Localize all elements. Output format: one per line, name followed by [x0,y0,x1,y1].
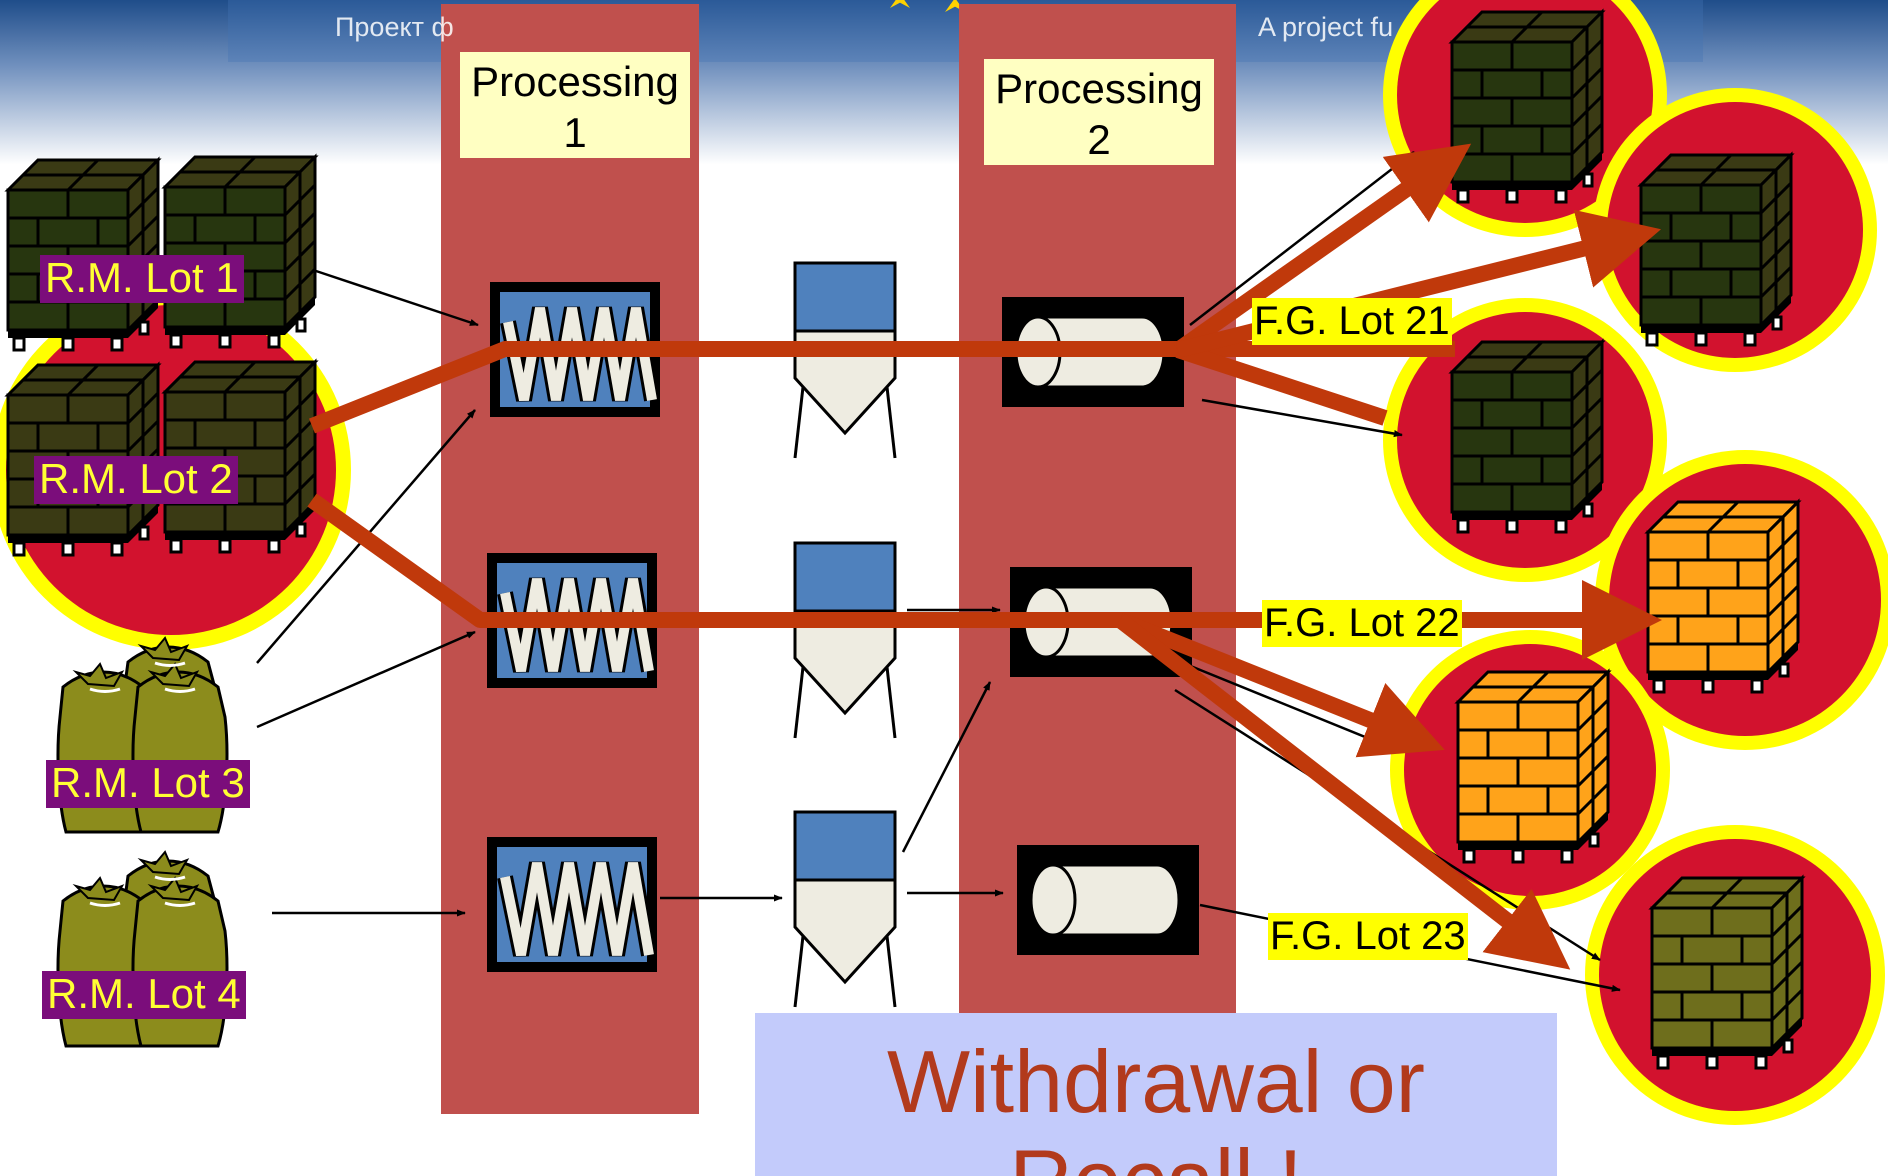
processing-2-title-line2: 2 [1087,116,1111,164]
processing-1-title-line1: Processing [471,58,679,105]
fg-lot-23-crate [1650,876,1804,1070]
eu-star-icon [890,0,910,8]
fg-lot-23-label: F.G. Lot 23 [1268,913,1468,960]
pallet-crate-icon [163,155,317,349]
banner-left-text: Проект ф [335,12,454,42]
fg-lot-21-label: F.G. Lot 21 [1252,298,1452,345]
callout-text: Withdrawal or Recall ! [755,1032,1557,1176]
rm-lot-3-label: R.M. Lot 3 [46,760,250,808]
callout-line2: Recall ! [755,1131,1557,1176]
processing-2-title-line1: Processing [995,65,1203,112]
banner-right-text: A project fu [1258,12,1394,42]
rm-lot-2-label: R.M. Lot 2 [34,456,238,504]
withdrawal-recall-callout: Withdrawal or Recall ! [755,1013,1557,1176]
fg-lot-22-label: F.G. Lot 22 [1262,600,1462,647]
mixer-coil-icon [487,837,657,972]
pallet-crate-icon [1450,340,1604,534]
pallet-crate-icon [1639,153,1793,347]
processing-2-title: Processing 2 [984,59,1214,165]
pallet-crate-icon [1456,670,1610,864]
processing-1-title-line2: 1 [563,109,587,157]
rm-lot-4-label: R.M. Lot 4 [42,971,246,1019]
callout-line1: Withdrawal or [887,1032,1425,1131]
pallet-crate-icon [1450,10,1604,204]
pallet-crate-icon [1646,500,1800,694]
drum-icon [1015,843,1201,957]
pallet-crate-icon [1650,876,1804,1070]
rm-lot-1-label: R.M. Lot 1 [40,255,244,303]
processing-1-title: Processing 1 [460,52,690,158]
